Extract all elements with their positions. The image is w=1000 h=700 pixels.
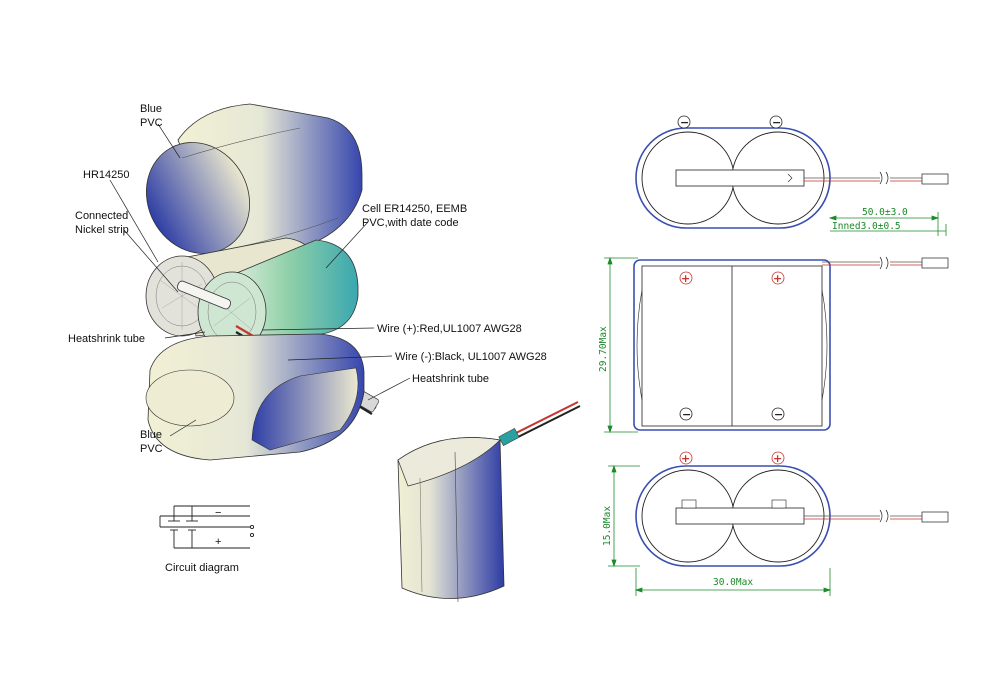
top-pvc-sleeve (145, 103, 363, 263)
callout-wire-neg: Wire (-):Black, UL1007 AWG28 (395, 351, 547, 363)
thickness-dimension-lines (608, 464, 640, 568)
circuit-caption: Circuit diagram (165, 562, 239, 574)
circuit-symbol (159, 505, 255, 549)
width-dimension-lines (634, 568, 832, 596)
nickel-strip (176, 280, 232, 310)
callout-wire-pos: Wire (+):Red,UL1007 AWG28 (377, 323, 522, 335)
front-view-negative-left: − (682, 408, 691, 421)
strip-length-dimension: Inned3.0±0.5 (832, 221, 901, 232)
front-view-positive-right: + (773, 272, 782, 285)
cell-right-er14250 (197, 239, 359, 353)
callout-blue-pvc-top-2: PVC (140, 117, 163, 129)
bottom-view (635, 451, 949, 567)
bottom-view-positive-right: + (773, 452, 782, 465)
lead-length-dimension: 50.0±3.0 (862, 207, 908, 218)
front-view (633, 256, 949, 431)
callout-hr14250: HR14250 (83, 169, 129, 181)
circuit-minus-sign: − (215, 507, 221, 519)
callout-blue-pvc-top-1: Blue (140, 103, 162, 115)
thickness-dimension: 15.0Max (602, 506, 613, 546)
height-dimension-lines (604, 256, 638, 434)
height-dimension: 29.70Max (598, 326, 609, 372)
callout-heatshrink-left: Heatshrink tube (68, 333, 145, 345)
callout-nickel-2: Nickel strip (75, 224, 129, 236)
bottom-pvc-sleeve (145, 333, 365, 461)
top-view (635, 115, 949, 229)
top-view-negative-right: − (772, 116, 781, 129)
callout-blue-pvc-bot-2: PVC (140, 443, 163, 455)
bottom-view-positive-left: + (681, 452, 690, 465)
leader-lines (109, 123, 411, 437)
front-view-negative-right: − (774, 408, 783, 421)
callout-nickel-1: Connected (75, 210, 128, 222)
lead-dimension-lines (828, 212, 947, 236)
callout-cell-1: Cell ER14250, EEMB (362, 203, 467, 215)
callout-cell-2: PVC,with date code (362, 217, 459, 229)
top-view-negative-left: − (680, 116, 689, 129)
assembled-pack (397, 401, 581, 603)
circuit-plus-sign: + (215, 536, 221, 548)
callout-blue-pvc-bot-1: Blue (140, 429, 162, 441)
callout-heatshrink-right: Heatshrink tube (412, 373, 489, 385)
front-view-positive-left: + (681, 272, 690, 285)
width-dimension: 30.0Max (713, 577, 753, 588)
